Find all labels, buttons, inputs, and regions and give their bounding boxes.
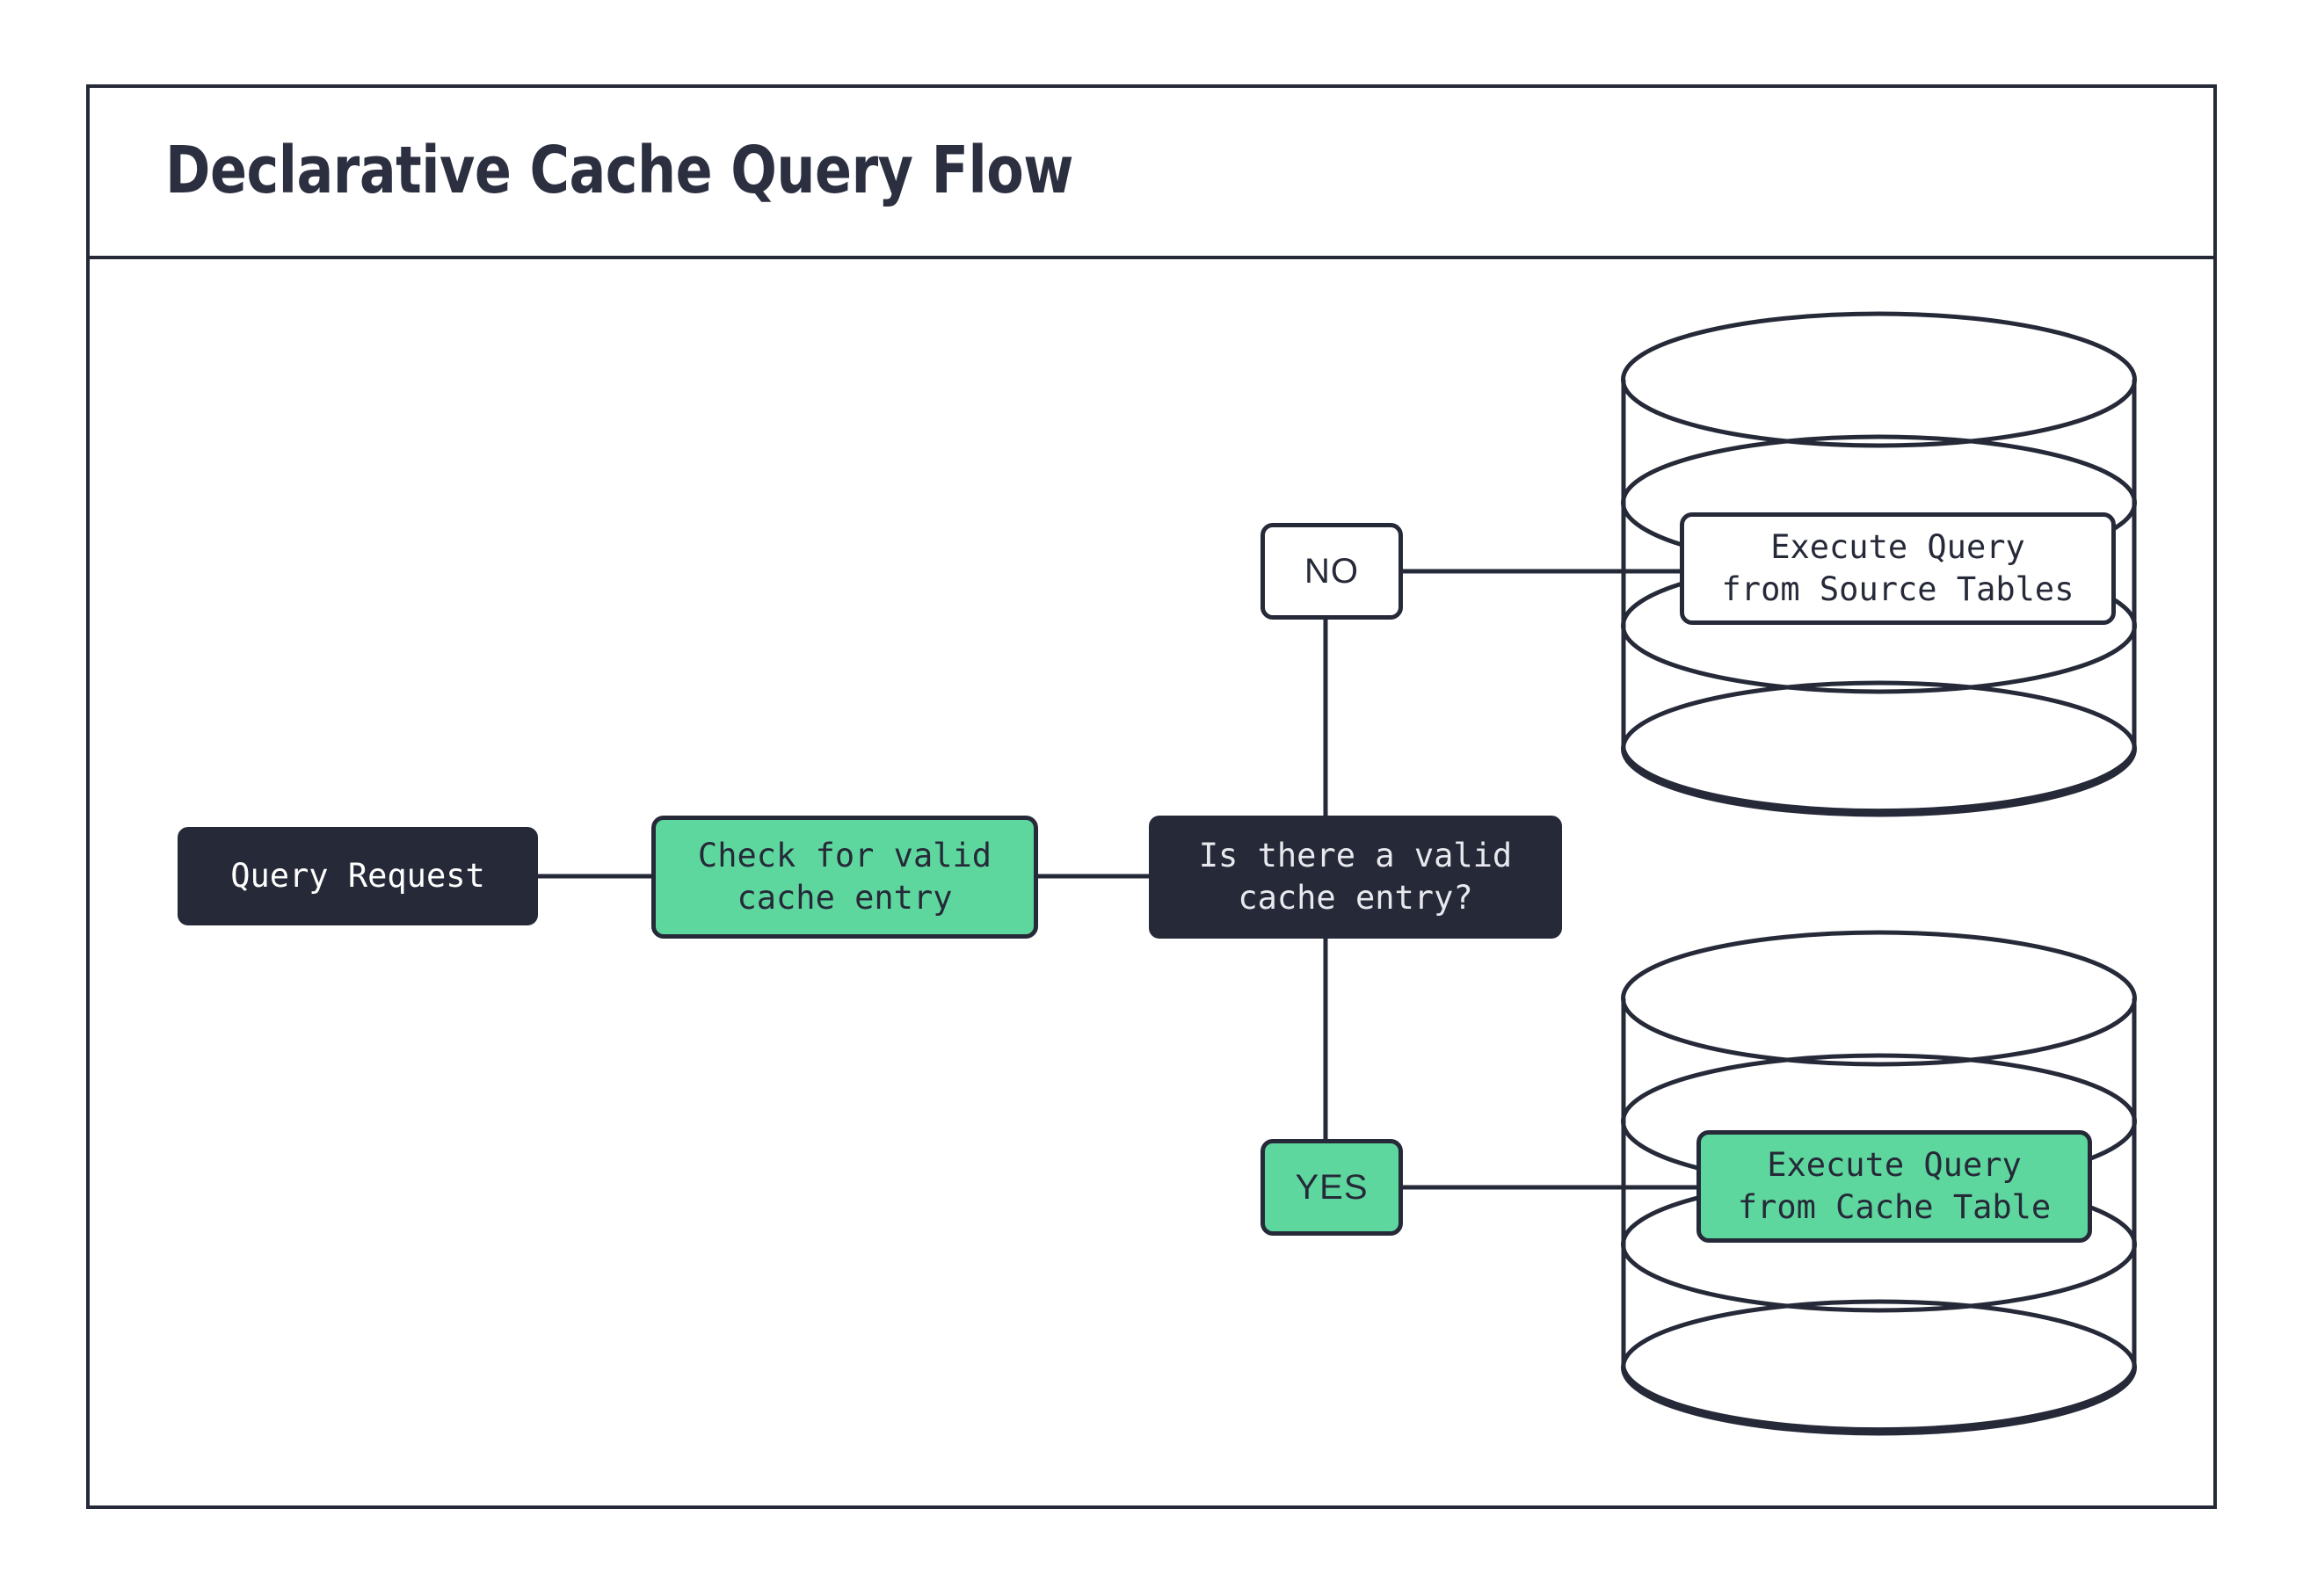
diagram-header: Declarative Cache Query Flow	[86, 84, 2217, 259]
branch-label-yes[interactable]: YES	[1260, 1139, 1403, 1236]
node-check-for-valid-cache-entry[interactable]: Check for valid cache entry	[651, 816, 1038, 939]
node-execute-query-from-source-tables[interactable]: Execute Query from Source Tables	[1680, 512, 2116, 625]
branch-label-no[interactable]: NO	[1260, 523, 1403, 620]
node-execute-query-from-cache-table[interactable]: Execute Query from Cache Table	[1696, 1130, 2092, 1243]
node-decision-valid-cache-entry[interactable]: Is there a valid cache entry?	[1149, 816, 1562, 939]
diagram-frame	[86, 84, 2217, 1509]
page-title: Declarative Cache Query Flow	[165, 132, 1074, 208]
node-query-request[interactable]: Query Request	[178, 827, 538, 925]
